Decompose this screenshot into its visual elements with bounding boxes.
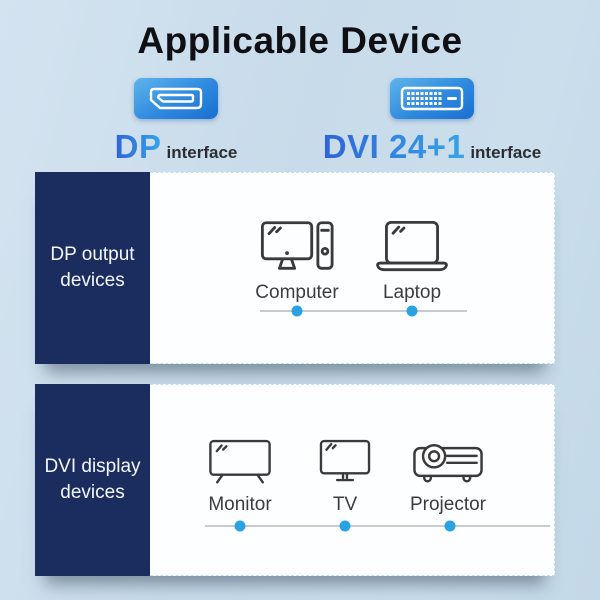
dp-port-icon — [134, 78, 218, 119]
page-title: Applicable Device — [137, 20, 463, 61]
monitor-icon — [208, 427, 272, 485]
dvi-name: DVI 24+1 — [322, 128, 466, 165]
dvi-interface-label: DVI 24+1 interface — [323, 128, 541, 166]
device-computer: Computer — [237, 209, 357, 304]
dp-output-section: DP output devices Computer — [35, 172, 555, 364]
computer-icon — [260, 209, 334, 273]
dp-connection-line — [260, 305, 467, 317]
connection-dot — [339, 520, 351, 532]
connection-dot — [444, 520, 456, 532]
dvi-display-heading: DVI display devices — [35, 384, 150, 576]
heading-line: devices — [60, 270, 125, 291]
device-label: TV — [332, 494, 358, 515]
dp-interface-label: DP interface — [115, 128, 238, 166]
connection-dot — [406, 305, 418, 317]
tv-icon — [319, 427, 371, 485]
dp-connector-glyph — [149, 87, 203, 110]
projector-icon — [412, 427, 484, 485]
dp-suffix: interface — [166, 143, 238, 162]
dvi-display-section: DVI display devices Monitor — [35, 384, 555, 576]
laptop-icon — [374, 209, 450, 273]
dvi-display-content: Monitor TV — [150, 385, 554, 575]
dvi-suffix: interface — [470, 143, 542, 162]
heading-line: DP output — [50, 244, 135, 266]
device-tv: TV — [290, 427, 400, 516]
device-laptop: Laptop — [352, 209, 472, 304]
heading-line: DVI display — [44, 456, 141, 478]
device-label: Laptop — [382, 282, 442, 303]
dvi-connection-line — [205, 520, 550, 532]
device-label: Computer — [255, 282, 339, 303]
connection-dot — [291, 305, 303, 317]
device-label: Projector — [409, 494, 487, 515]
dvi-port-icon — [390, 78, 474, 119]
device-monitor: Monitor — [185, 427, 295, 516]
dp-name: DP — [114, 128, 162, 165]
heading-line: devices — [60, 482, 125, 503]
device-label: Monitor — [208, 494, 272, 515]
dvi-connector-glyph — [400, 86, 464, 111]
device-projector: Projector — [393, 427, 503, 516]
dvi-interface-block: DVI 24+1 interface — [322, 78, 542, 166]
dp-output-heading: DP output devices — [35, 172, 150, 364]
dp-output-content: Computer Laptop — [150, 173, 554, 363]
dvi-pins — [407, 92, 457, 105]
connection-dot — [234, 520, 246, 532]
dp-interface-block: DP interface — [108, 78, 244, 166]
